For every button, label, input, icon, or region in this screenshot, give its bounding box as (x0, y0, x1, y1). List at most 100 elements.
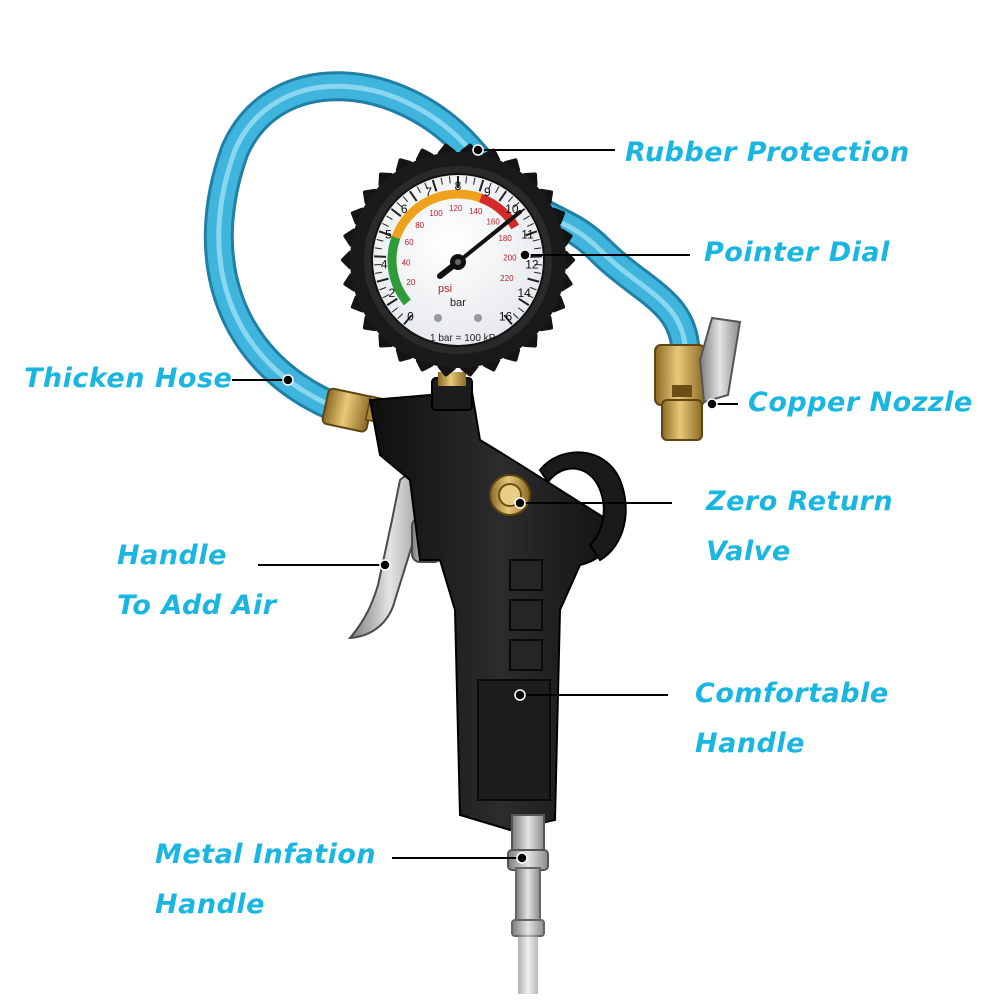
bar-tick-label: 10 (505, 202, 519, 216)
label-zero-return-valve-line2: Valve (706, 536, 791, 567)
red-zone-arc (478, 193, 520, 230)
dial-tick (488, 182, 492, 190)
dial-tick (376, 238, 384, 242)
leader-comfortable-handle (514, 689, 668, 701)
psi-tick-label: 60 (405, 238, 414, 247)
dial-tick (523, 215, 530, 221)
label-handle-add-air-line2: To Add Air (117, 590, 277, 621)
bar-tick-label: 2 (389, 286, 396, 300)
psi-unit-label: psi (438, 283, 452, 295)
dial-tick (390, 208, 402, 217)
bar-tick-label: 6 (401, 202, 408, 216)
psi-tick-label: 40 (402, 258, 411, 267)
dial-tick (478, 179, 485, 192)
label-rubber-protection: Rubber Protection (625, 137, 910, 168)
leader-metal-inflation-handle (392, 852, 528, 864)
label-comfortable-handle-line1: Comfortable (695, 678, 889, 709)
bar-tick-label: 8 (455, 179, 462, 193)
dial-tick (498, 190, 507, 202)
psi-tick-label: 180 (498, 234, 512, 243)
dial-tick-marks (374, 176, 542, 325)
dial-tick (473, 177, 476, 185)
psi-tick-label: 120 (449, 204, 463, 213)
dial-tick (382, 222, 389, 227)
dial-tick (440, 177, 443, 185)
psi-tick-label: 160 (486, 218, 500, 227)
leader-lines (232, 144, 738, 864)
dial-tick (386, 215, 393, 221)
dial-tick (518, 307, 525, 313)
bar-tick-label: 14 (517, 286, 531, 300)
dial-tick (503, 314, 513, 325)
label-metal-inflation-handle-line2: Handle (155, 889, 265, 920)
dial-tick (416, 186, 421, 194)
leader-handle-add-air (258, 559, 391, 571)
dial-tick (465, 176, 468, 184)
bar-tick-label: 11 (521, 228, 534, 242)
bar-tick-label: 9 (484, 185, 491, 199)
psi-tick-label: 20 (406, 278, 415, 287)
dial-tick (525, 230, 538, 237)
pointer-needle-icon (437, 210, 522, 279)
dial-tick (409, 190, 418, 202)
label-metal-inflation-handle-line1: Metal Infation (155, 839, 377, 870)
dial-tick (424, 182, 428, 190)
leader-rubber-protection (472, 144, 615, 156)
hose (203, 71, 700, 420)
bar-unit-label: bar (450, 297, 466, 309)
gun-body (368, 372, 627, 832)
dial-tick (513, 201, 520, 208)
dial-tick (529, 255, 542, 258)
leader-zero-return-valve (514, 497, 672, 509)
zero-return-valve (489, 474, 531, 516)
bar-tick-label: 12 (525, 257, 539, 271)
label-thicken-hose: Thicken Hose (24, 363, 233, 394)
label-handle-add-air-line1: Handle (117, 540, 227, 571)
dial-tick (397, 313, 404, 319)
dial-tick (448, 176, 451, 184)
dial-tick (533, 271, 542, 274)
dial-tick (403, 314, 413, 325)
dial-tick (386, 297, 398, 306)
dial-tick (374, 271, 383, 274)
psi-tick-label: 140 (469, 207, 483, 216)
label-zero-return-valve-line1: Zero Return (706, 486, 894, 517)
dial-tick (527, 222, 534, 227)
psi-tick-label: 100 (429, 209, 443, 218)
conversion-text: 1 bar = 100 kPa (430, 333, 501, 344)
dial-tick (374, 255, 387, 258)
bar-tick-label: 7 (425, 185, 432, 199)
bar-tick-label: 0 (407, 310, 414, 324)
bar-tick-label: 5 (385, 228, 392, 242)
label-pointer-dial: Pointer Dial (704, 237, 890, 268)
dial-tick (532, 238, 540, 242)
bar-tick-label: 16 (499, 310, 513, 324)
metal-inflation-connector (507, 814, 549, 994)
dial-tick (382, 294, 390, 299)
label-comfortable-handle-line2: Handle (695, 728, 805, 759)
copper-nozzle (654, 316, 742, 441)
psi-tick-label: 220 (500, 274, 514, 283)
orange-zone-arc (391, 189, 483, 240)
dial-tick (396, 201, 403, 208)
dial-tick (495, 186, 500, 194)
dial-tick (374, 247, 382, 250)
dial-tick (431, 179, 438, 192)
dial-tick (379, 286, 387, 291)
label-copper-nozzle: Copper Nozzle (748, 387, 973, 418)
dial-tick (391, 307, 398, 313)
dial-tick (402, 196, 409, 203)
leader-pointer-dial (519, 249, 690, 261)
leader-copper-nozzle (706, 398, 738, 410)
psi-tick-label: 80 (415, 221, 424, 230)
psi-tick-label: 200 (503, 254, 517, 263)
dial-tick (378, 230, 391, 237)
dial-tick (534, 247, 542, 250)
dial-color-arcs (387, 189, 520, 306)
bar-tick-label: 4 (381, 257, 388, 271)
dial-tick (526, 294, 534, 299)
